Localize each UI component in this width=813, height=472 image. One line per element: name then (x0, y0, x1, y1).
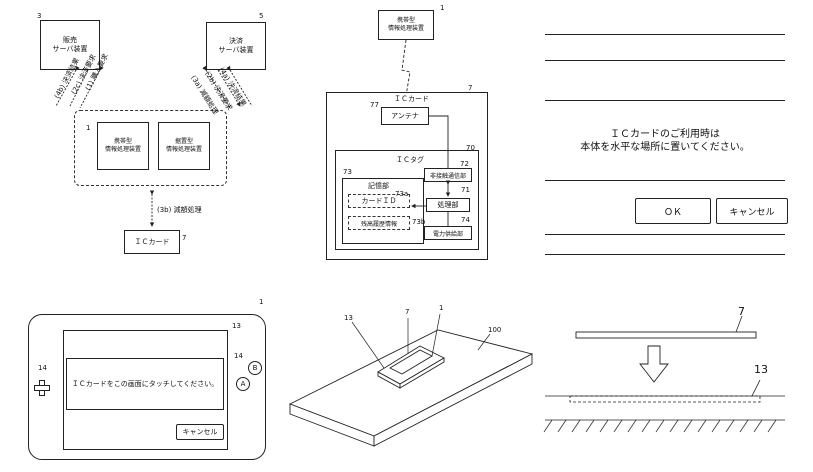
ic-card-label: ＩＣカード (134, 238, 170, 246)
fig3-message-line2: 本体を水平な場所に置いてください。 (580, 142, 750, 153)
storage-ref: 73 (343, 168, 352, 176)
down-arrow-icon (639, 345, 669, 383)
fig2-device-line2: 情報処理装置 (387, 25, 424, 32)
table-side (373, 353, 533, 447)
portable-device-box: 携帯型 情報処理装置 (97, 122, 149, 170)
payment-server-line1: 決済 (229, 37, 243, 45)
fig3-line-5 (545, 234, 785, 235)
payment-server-ref: 5 (259, 12, 264, 20)
fig2-ic-card-title: ＩＣカード (394, 95, 429, 103)
stationary-device-box: 据置型 情報処理装置 (158, 122, 210, 170)
fig3-line-6 (545, 254, 785, 255)
storage-label: 記憶部 (368, 182, 389, 190)
fig5-table-ref: 100 (488, 326, 502, 334)
antenna-box: アンテナ (381, 107, 429, 125)
fig3-line-4 (545, 180, 785, 181)
screen-dashed (569, 395, 761, 403)
ic-tag-label: ＩＣタグ (396, 156, 424, 164)
balance-history-box: 残高履歴情報 (348, 216, 410, 230)
ic-card-box: ＩＣカード (124, 230, 180, 254)
sales-server-line2: サーバ装置 (52, 45, 88, 53)
storage-box (342, 178, 424, 244)
screen-ref: 13 (232, 322, 241, 330)
fig4-message: ＩＣカードをこの画面にタッチしてください。 (71, 380, 219, 388)
power-unit-label: 電力供給部 (432, 230, 463, 238)
fig3-line-1 (545, 34, 785, 35)
fig3-message-line1: ＩＣカードのご利用時は (610, 129, 720, 140)
fig2-device-box: 携帯型 情報処理装置 (378, 10, 434, 40)
processing-unit-box: 処理部 (426, 198, 470, 212)
nfc-unit-ref: 72 (460, 160, 469, 168)
portable-device-line1: 携帯型 (113, 138, 132, 145)
cancel-button[interactable]: キャンセル (716, 198, 788, 224)
stationary-device-line1: 据置型 (174, 138, 193, 145)
ic-card-ref: 7 (182, 234, 187, 242)
payment-server-box: 決済 サーバ装置 (206, 22, 266, 70)
card-id-box: カードＩＤ (348, 194, 410, 208)
fig2-device-ref: 1 (440, 4, 445, 12)
fig6-card-ref: 7 (738, 305, 745, 318)
sales-server-box: 販売 サーバ装置 (40, 20, 100, 70)
fig3-line-3 (545, 100, 785, 101)
ic-tag-ref: 70 (466, 144, 475, 152)
balance-history-label: 残高履歴情報 (360, 220, 397, 228)
dpad-ref: 14 (38, 364, 47, 372)
card-id-label: カードＩＤ (361, 197, 397, 205)
processing-unit-label: 処理部 (437, 201, 459, 209)
device-group-dashed (74, 110, 227, 186)
card-side (575, 331, 757, 339)
antenna-ref: 77 (370, 101, 379, 109)
fig3-line-2 (545, 60, 785, 61)
payment-server-line2: サーバ装置 (218, 46, 254, 54)
stationary-device-line2: 情報処理装置 (165, 146, 202, 153)
sales-server-ref: 3 (37, 12, 42, 20)
fig5-screen-ref: 13 (344, 314, 353, 322)
ground-hatching (543, 419, 777, 433)
power-unit-box: 電力供給部 (424, 226, 472, 240)
device-body (28, 314, 266, 460)
ok-button[interactable]: ＯＫ (635, 198, 711, 224)
buttons-ref: 14 (234, 352, 243, 360)
fig5-card-ref: 7 (405, 308, 410, 316)
a-button[interactable]: A (236, 377, 250, 391)
b-button[interactable]: B (248, 361, 262, 375)
fig5-device-ref: 1 (439, 304, 444, 312)
balance-history-ref: 73b (412, 218, 426, 226)
power-unit-ref: 74 (461, 216, 470, 224)
nfc-unit-label: 非接触通信部 (429, 172, 466, 180)
processing-unit-ref: 71 (461, 186, 470, 194)
fig2-ic-card-ref: 7 (468, 84, 473, 92)
label-decrement-3b: (3b) 減額処理 (157, 206, 202, 214)
fig4-message-box: ＩＣカードをこの画面にタッチしてください。 (66, 358, 224, 410)
fig4-device-ref: 1 (259, 298, 264, 306)
fig6-screen-ref: 13 (754, 363, 768, 376)
sales-server-line1: 販売 (63, 36, 77, 44)
dpad-icon[interactable] (34, 380, 50, 396)
fig2-device-line1: 携帯型 (396, 17, 415, 24)
portable-device-line2: 情報処理装置 (104, 146, 141, 153)
fig4-cancel-button[interactable]: キャンセル (176, 424, 224, 440)
portable-device-ref: 1 (86, 124, 91, 132)
fig3-message: ＩＣカードのご利用時は 本体を水平な場所に置いてください。 (545, 128, 785, 154)
antenna-label: アンテナ (391, 112, 419, 120)
